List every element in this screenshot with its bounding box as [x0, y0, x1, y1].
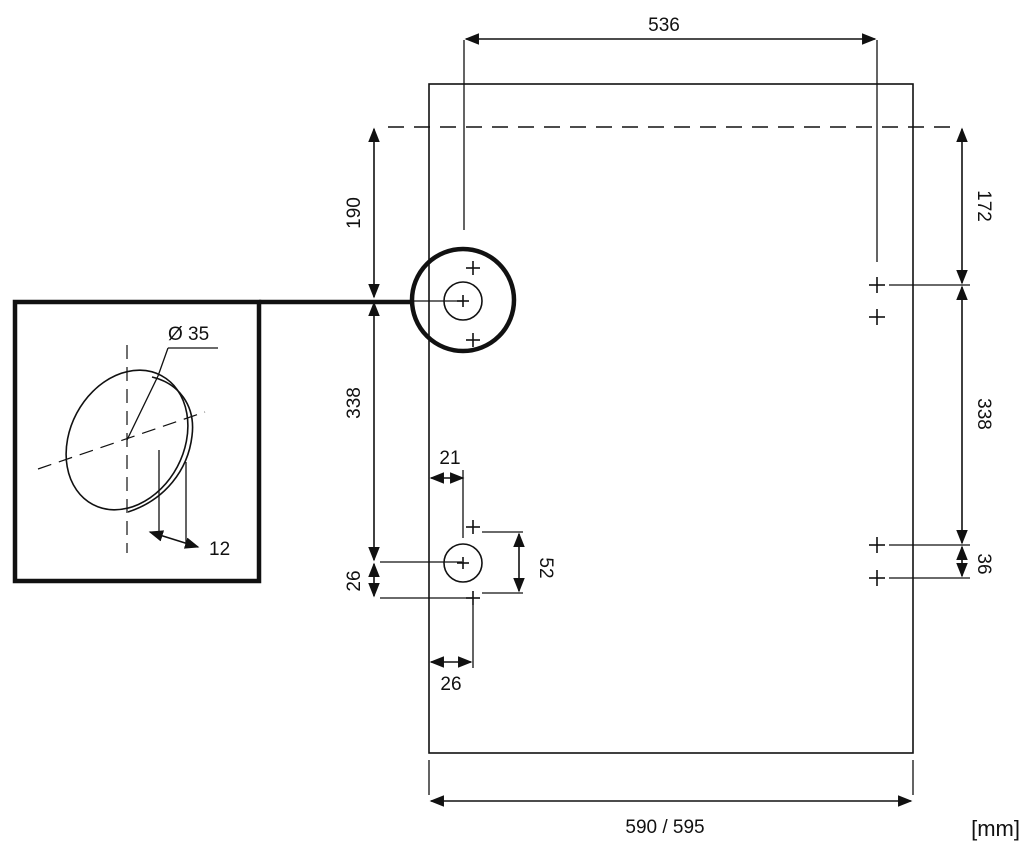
- label-left-190: 190: [344, 197, 365, 229]
- screw-mark-upper-1: [466, 261, 480, 275]
- screw-mark-lower-2: [466, 591, 480, 605]
- unit-label: [mm]: [971, 816, 1020, 841]
- label-left-338: 338: [344, 387, 365, 419]
- label-right-36: 36: [973, 553, 994, 574]
- screw-mark-lower-1: [466, 520, 480, 534]
- label-top-width: 536: [648, 15, 680, 36]
- label-right-172: 172: [973, 190, 994, 222]
- label-26-bottom: 26: [440, 674, 461, 695]
- label-left-26: 26: [344, 570, 365, 591]
- screw-mark-right-4: [869, 570, 885, 586]
- hinge-cup-hole-lower: [443, 543, 483, 583]
- label-right-338: 338: [973, 398, 994, 430]
- label-detail-depth: 12: [209, 539, 230, 560]
- detail-box: [12, 299, 262, 584]
- screw-mark-right-2: [869, 309, 885, 325]
- screw-mark-right-1: [869, 277, 885, 293]
- screw-mark-upper-2: [466, 333, 480, 347]
- door-outline: [428, 83, 914, 754]
- label-overall-width: 590 / 595: [625, 817, 704, 838]
- label-detail-diameter: Ø 35: [168, 324, 209, 345]
- screw-mark-right-3: [869, 537, 885, 553]
- hinge-cup-hole-upper: [443, 281, 483, 321]
- lower-cup-center-mark: [457, 557, 469, 569]
- hinge-cup-center-mark: [457, 295, 469, 307]
- label-52: 52: [535, 557, 556, 578]
- detail-cup-drawing: [37, 345, 218, 553]
- label-21: 21: [439, 448, 460, 469]
